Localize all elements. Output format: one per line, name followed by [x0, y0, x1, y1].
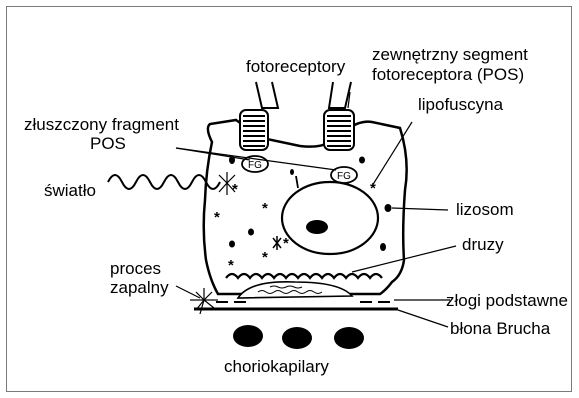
- label-basal-deposits: złogi podstawne: [446, 291, 568, 310]
- fg-label-right: FG: [337, 171, 351, 182]
- nucleus: [282, 182, 378, 254]
- svg-text:*: *: [214, 209, 220, 226]
- fg-label-left: FG: [248, 160, 262, 171]
- nucleolus: [306, 220, 328, 234]
- label-lipofuscin: lipofuscyna: [418, 95, 504, 114]
- label-pos-line2: fotoreceptora (POS): [372, 65, 524, 84]
- svg-text:*: *: [228, 257, 234, 274]
- label-photoreceptors: fotoreceptory: [246, 57, 346, 76]
- svg-text:*: *: [262, 249, 268, 266]
- svg-text:*: *: [262, 200, 268, 217]
- label-light: światło: [44, 181, 96, 200]
- label-bruch-membrane: błona Brucha: [450, 319, 551, 338]
- label-inflammation-line2: zapalny: [110, 278, 169, 297]
- svg-text:*: *: [283, 235, 289, 252]
- svg-text:*: *: [370, 180, 376, 197]
- label-drusen: druzy: [462, 235, 504, 254]
- label-pos-line1: zewnętrzny segment: [372, 45, 528, 64]
- label-inflammation-line1: proces: [110, 259, 161, 278]
- label-shed-fragment-line2: POS: [90, 134, 126, 153]
- label-shed-fragment-line1: złuszczony fragment: [24, 115, 179, 134]
- label-lysosome: lizosom: [456, 200, 514, 219]
- label-choriocapillaris: choriokapilary: [224, 357, 329, 376]
- choriocapillaris-vessels: [233, 325, 364, 349]
- light-wave: [108, 175, 220, 189]
